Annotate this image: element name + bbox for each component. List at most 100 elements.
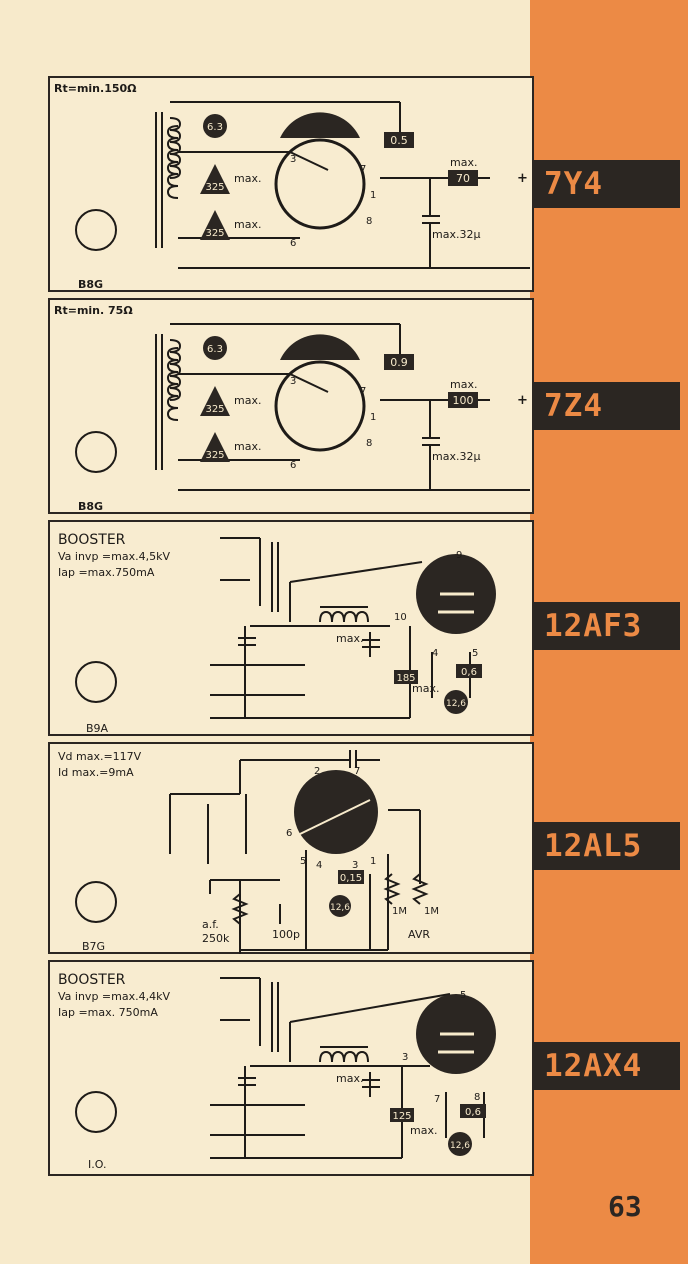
- output-max-label: max.: [450, 378, 477, 391]
- diode-symbol-bottom: [200, 210, 230, 240]
- diode-voltage-top: 325: [205, 404, 224, 415]
- pin-label-1: 1: [370, 190, 376, 201]
- filament-badge: [203, 114, 227, 138]
- pin-label-6: 6: [290, 238, 296, 249]
- spec-line-1: Vd max.=117V: [58, 750, 142, 763]
- spec-line-1: Va invp =max.4,5kV: [58, 550, 170, 563]
- diode-symbol-top: [200, 164, 230, 194]
- filament-badge: [329, 895, 351, 917]
- pin-label-9: 9: [456, 550, 462, 561]
- diode-symbol-bottom: [200, 432, 230, 462]
- diode-max-label-bottom: max.: [234, 440, 261, 453]
- schematic-12af3: BOOSTER Va invp =max.4,5kV Iap =max.750m…: [58, 532, 496, 735]
- filament-value: 12,6: [330, 903, 350, 913]
- output-max-label: max.: [450, 156, 477, 169]
- plus-terminal: +: [517, 171, 528, 186]
- diode-voltage-bottom: 325: [205, 450, 224, 461]
- af-resistor-label: 250k: [202, 932, 230, 945]
- current-value: 0,6: [461, 667, 477, 678]
- duodiode-tube-symbol: [294, 770, 378, 854]
- pin-label-3: 3: [290, 376, 296, 387]
- choke-max-label: max.: [336, 1072, 363, 1085]
- tube-tab-7y4[interactable]: 7Y4: [534, 160, 680, 208]
- box-value: 185: [396, 673, 415, 684]
- schematic-12ax4: BOOSTER Va invp =max.4,4kV Iap =max. 750…: [58, 972, 496, 1171]
- socket-diagram: [75, 431, 117, 473]
- schematic-12al5: Vd max.=117V Id max.=9mA 0,15 12,6 1M 1M…: [58, 750, 439, 954]
- pin-label-7: 7: [360, 164, 366, 175]
- filament-value: 12,6: [446, 699, 466, 709]
- pin-label-8: 8: [366, 216, 372, 227]
- tube-tab-12al5[interactable]: 12AL5: [534, 822, 680, 870]
- pin-label-5: 5: [472, 648, 478, 659]
- output-box: [448, 170, 478, 186]
- avr-label: AVR: [408, 928, 430, 941]
- output-value: 100: [453, 394, 474, 407]
- pin-label-3: 3: [402, 1052, 408, 1063]
- current-value: 0,6: [465, 1107, 481, 1118]
- minus-terminal: −: [517, 261, 528, 276]
- output-value: 70: [456, 172, 470, 185]
- minus-terminal: −: [517, 483, 528, 498]
- pin-label-1: 1: [370, 856, 376, 867]
- filament-value: 6.3: [207, 122, 223, 133]
- diode-voltage-top: 325: [205, 182, 224, 193]
- socket-diagram: [75, 661, 117, 703]
- filament-badge: [444, 690, 468, 714]
- socket-diagram: [75, 881, 117, 923]
- tube-tab-7z4[interactable]: 7Z4: [534, 382, 680, 430]
- pin-label-7: 7: [434, 1094, 440, 1105]
- circuit-panel-12ax4: BOOSTER Va invp =max.4,4kV Iap =max. 750…: [48, 960, 534, 1176]
- tube-tab-12ax4[interactable]: 12AX4: [534, 1042, 680, 1090]
- panel-title: BOOSTER: [58, 532, 126, 548]
- capacitor-value: max.32μ: [432, 228, 480, 241]
- plus-terminal: +: [517, 393, 528, 408]
- pin-label-5: 5: [300, 856, 306, 867]
- pin-label-1: 1: [370, 412, 376, 423]
- resistance-spec: Rt=min. 75Ω: [54, 304, 133, 317]
- filament-value: 6.3: [207, 344, 223, 355]
- af-capacitor-label: 100p: [272, 928, 300, 941]
- pin-label-8: 8: [474, 1092, 480, 1103]
- base-type: B8G: [78, 500, 103, 513]
- current-box: [384, 132, 414, 148]
- current-box: [338, 870, 364, 884]
- tube-tab-12af3[interactable]: 12AF3: [534, 602, 680, 650]
- current-box: [384, 354, 414, 370]
- rectifier-tube-symbol: [274, 138, 366, 230]
- filament-current: 0.9: [390, 356, 408, 369]
- base-type: B8G: [78, 278, 103, 291]
- spec-line-1: Va invp =max.4,4kV: [58, 990, 170, 1003]
- pin-label-8: 8: [366, 438, 372, 449]
- pin-label-3: 3: [352, 860, 358, 871]
- box-max-label: max.: [410, 1124, 437, 1137]
- spec-line-2: Id max.=9mA: [58, 766, 134, 779]
- spec-line-2: Iap =max.750mA: [58, 566, 155, 579]
- pin-label-7: 7: [360, 386, 366, 397]
- pin-label-3: 3: [290, 154, 296, 165]
- base-type: I.O.: [88, 1158, 106, 1171]
- output-box: [448, 392, 478, 408]
- pin-label-7: 7: [354, 766, 360, 777]
- socket-diagram: [75, 209, 117, 251]
- choke-max-label: max.: [336, 632, 363, 645]
- diode-voltage-bottom: 325: [205, 228, 224, 239]
- diode-max-label-top: max.: [234, 172, 261, 185]
- filament-badge: [448, 1132, 472, 1156]
- filament-current: 0.5: [390, 134, 408, 147]
- pin-label-2: 2: [314, 766, 320, 777]
- circuit-panel-7z4: Rt=min. 75Ω 6.3 325 325 max. max. 0.9 ma…: [48, 298, 534, 514]
- socket-diagram: [75, 1091, 117, 1133]
- resistor-1-label: 1M: [392, 906, 407, 917]
- panel-title: BOOSTER: [58, 972, 126, 988]
- circuit-panel-12al5: Vd max.=117V Id max.=9mA 0,15 12,6 1M 1M…: [48, 742, 534, 954]
- pin-label-6: 6: [290, 460, 296, 471]
- spec-line-2: Iap =max. 750mA: [58, 1006, 158, 1019]
- diode-symbol-top: [200, 386, 230, 416]
- current-box: [460, 1104, 486, 1118]
- page-number: 63: [608, 1190, 642, 1223]
- af-label: a.f.: [202, 918, 219, 931]
- pin-label-4: 4: [316, 860, 322, 871]
- current-value: 0,15: [340, 873, 362, 884]
